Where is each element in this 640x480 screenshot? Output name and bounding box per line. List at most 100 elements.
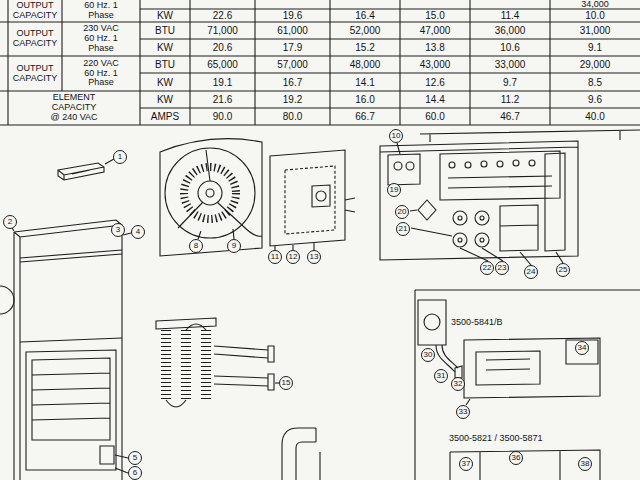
table-text: 80.0 xyxy=(283,111,302,122)
table-text: 19.1 xyxy=(213,77,232,88)
table-cell: 52,000 xyxy=(330,22,400,39)
table-cell: 9.1 xyxy=(550,39,640,56)
callout-number: 32 xyxy=(451,377,465,391)
callout-number: 19 xyxy=(387,183,401,197)
table-cell: KW xyxy=(140,39,190,56)
callout-number: 2 xyxy=(3,215,17,229)
table-text: 20.6 xyxy=(213,42,232,53)
table-text: BTU xyxy=(155,25,175,36)
table-cell: BTU xyxy=(140,22,190,39)
table-cell: 40.0 xyxy=(550,108,640,125)
control-board-drawing xyxy=(415,290,640,480)
table-text: 29,000 xyxy=(580,59,611,70)
table-text: 60.0 xyxy=(425,111,444,122)
table-cell: 60 Hz. 1 Phase xyxy=(62,0,140,22)
table-cell: 8.5 xyxy=(550,73,640,91)
table-cell: 19.1 xyxy=(190,73,255,91)
table-cell: 34,000 xyxy=(550,0,640,9)
callout-number: 36 xyxy=(509,451,523,465)
table-text: 22.6 xyxy=(213,10,232,21)
table-cell: 65,000 xyxy=(190,56,255,73)
table-text: 48,000 xyxy=(350,59,381,70)
control-panel-drawing xyxy=(380,130,640,265)
table-text: 13.8 xyxy=(425,42,444,53)
table-text: 19.2 xyxy=(283,94,302,105)
table-text: OUTPUT CAPACITY xyxy=(10,1,60,21)
table-cell: 10.0 xyxy=(550,9,640,22)
table-cell: KW xyxy=(140,91,190,108)
table-text: 12.6 xyxy=(425,77,444,88)
table-text: 57,000 xyxy=(277,59,308,70)
table-text: KW xyxy=(157,10,173,21)
table-text: 60 Hz. 1 Phase xyxy=(78,1,124,21)
table-text: 11.4 xyxy=(501,10,520,21)
callout-number: 9 xyxy=(227,239,241,253)
table-cell: 11.4 xyxy=(470,9,550,22)
table-text: AMPS xyxy=(151,111,179,122)
table-text: 34,000 xyxy=(581,0,609,9)
callout-number: 1 xyxy=(113,150,127,164)
table-cell: 46.7 xyxy=(470,108,550,125)
table-cell: 14.1 xyxy=(330,73,400,91)
table-text: 66.7 xyxy=(355,111,374,122)
table-cell: 66.7 xyxy=(330,108,400,125)
table-text: 14.1 xyxy=(355,77,374,88)
table-cell: 61,000 xyxy=(255,22,330,39)
table-text: 230 VAC 60 Hz. 1 Phase xyxy=(78,24,124,54)
table-text: 16.7 xyxy=(283,77,302,88)
table-text: 31,000 xyxy=(580,25,611,36)
callout-number: 8 xyxy=(189,239,203,253)
callout-number: 33 xyxy=(456,405,470,419)
table-cell: 60.0 xyxy=(400,108,470,125)
table-text: 15.2 xyxy=(355,42,374,53)
table-text: 9.7 xyxy=(503,77,517,88)
table-cell: 11.2 xyxy=(470,91,550,108)
table-cell: 80.0 xyxy=(255,108,330,125)
table-cell: 10.6 xyxy=(470,39,550,56)
part-number: 3500-5841/B xyxy=(450,316,504,328)
table-cell: OUTPUT CAPACITY xyxy=(8,56,62,91)
table-cell: 33,000 xyxy=(470,56,550,73)
callout-number: 13 xyxy=(307,250,321,264)
table-text: 90.0 xyxy=(213,111,232,122)
table-text: 9.1 xyxy=(588,42,602,53)
callout-number: 38 xyxy=(578,457,592,471)
callout-number: 24 xyxy=(524,265,538,279)
callout-number: 11 xyxy=(268,250,282,264)
table-text: 11.2 xyxy=(501,94,520,105)
callout-number: 20 xyxy=(395,205,409,219)
table-text: 15.0 xyxy=(425,10,444,21)
table-cell: OUTPUT CAPACITY xyxy=(8,22,62,56)
table-cell: 47,000 xyxy=(400,22,470,39)
table-text: 36,000 xyxy=(495,25,526,36)
table-cell: 14.4 xyxy=(400,91,470,108)
table-text: KW xyxy=(157,42,173,53)
table-cell: 9.7 xyxy=(470,73,550,91)
table-text: 71,000 xyxy=(207,25,238,36)
table-cell: 22.6 xyxy=(190,9,255,22)
part-number: 3500-5821 / 3500-5871 xyxy=(448,432,544,444)
table-cell: BTU xyxy=(140,56,190,73)
table-cell: 230 VAC 60 Hz. 1 Phase xyxy=(62,22,140,56)
cabinet-drawing xyxy=(0,159,131,480)
table-cell: KW xyxy=(140,73,190,91)
table-text: 10.6 xyxy=(500,42,519,53)
table-cell: 19.6 xyxy=(255,9,330,22)
callout-number: 4 xyxy=(131,225,145,239)
table-cell: 48,000 xyxy=(330,56,400,73)
table-text: 43,000 xyxy=(420,59,451,70)
table-text: 19.6 xyxy=(283,10,302,21)
table-text: 16.0 xyxy=(355,94,374,105)
table-text: 16.4 xyxy=(355,10,374,21)
table-cell: 12.6 xyxy=(400,73,470,91)
table-cell: KW xyxy=(140,9,190,22)
table-text: 52,000 xyxy=(350,25,381,36)
table-text: 47,000 xyxy=(420,25,451,36)
table-cell: 21.6 xyxy=(190,91,255,108)
callout-number: 31 xyxy=(434,369,448,383)
table-cell: 17.9 xyxy=(255,39,330,56)
table-cell: 15.2 xyxy=(330,39,400,56)
table-cell: AMPS xyxy=(140,108,190,125)
table-cell: 29,000 xyxy=(550,56,640,73)
